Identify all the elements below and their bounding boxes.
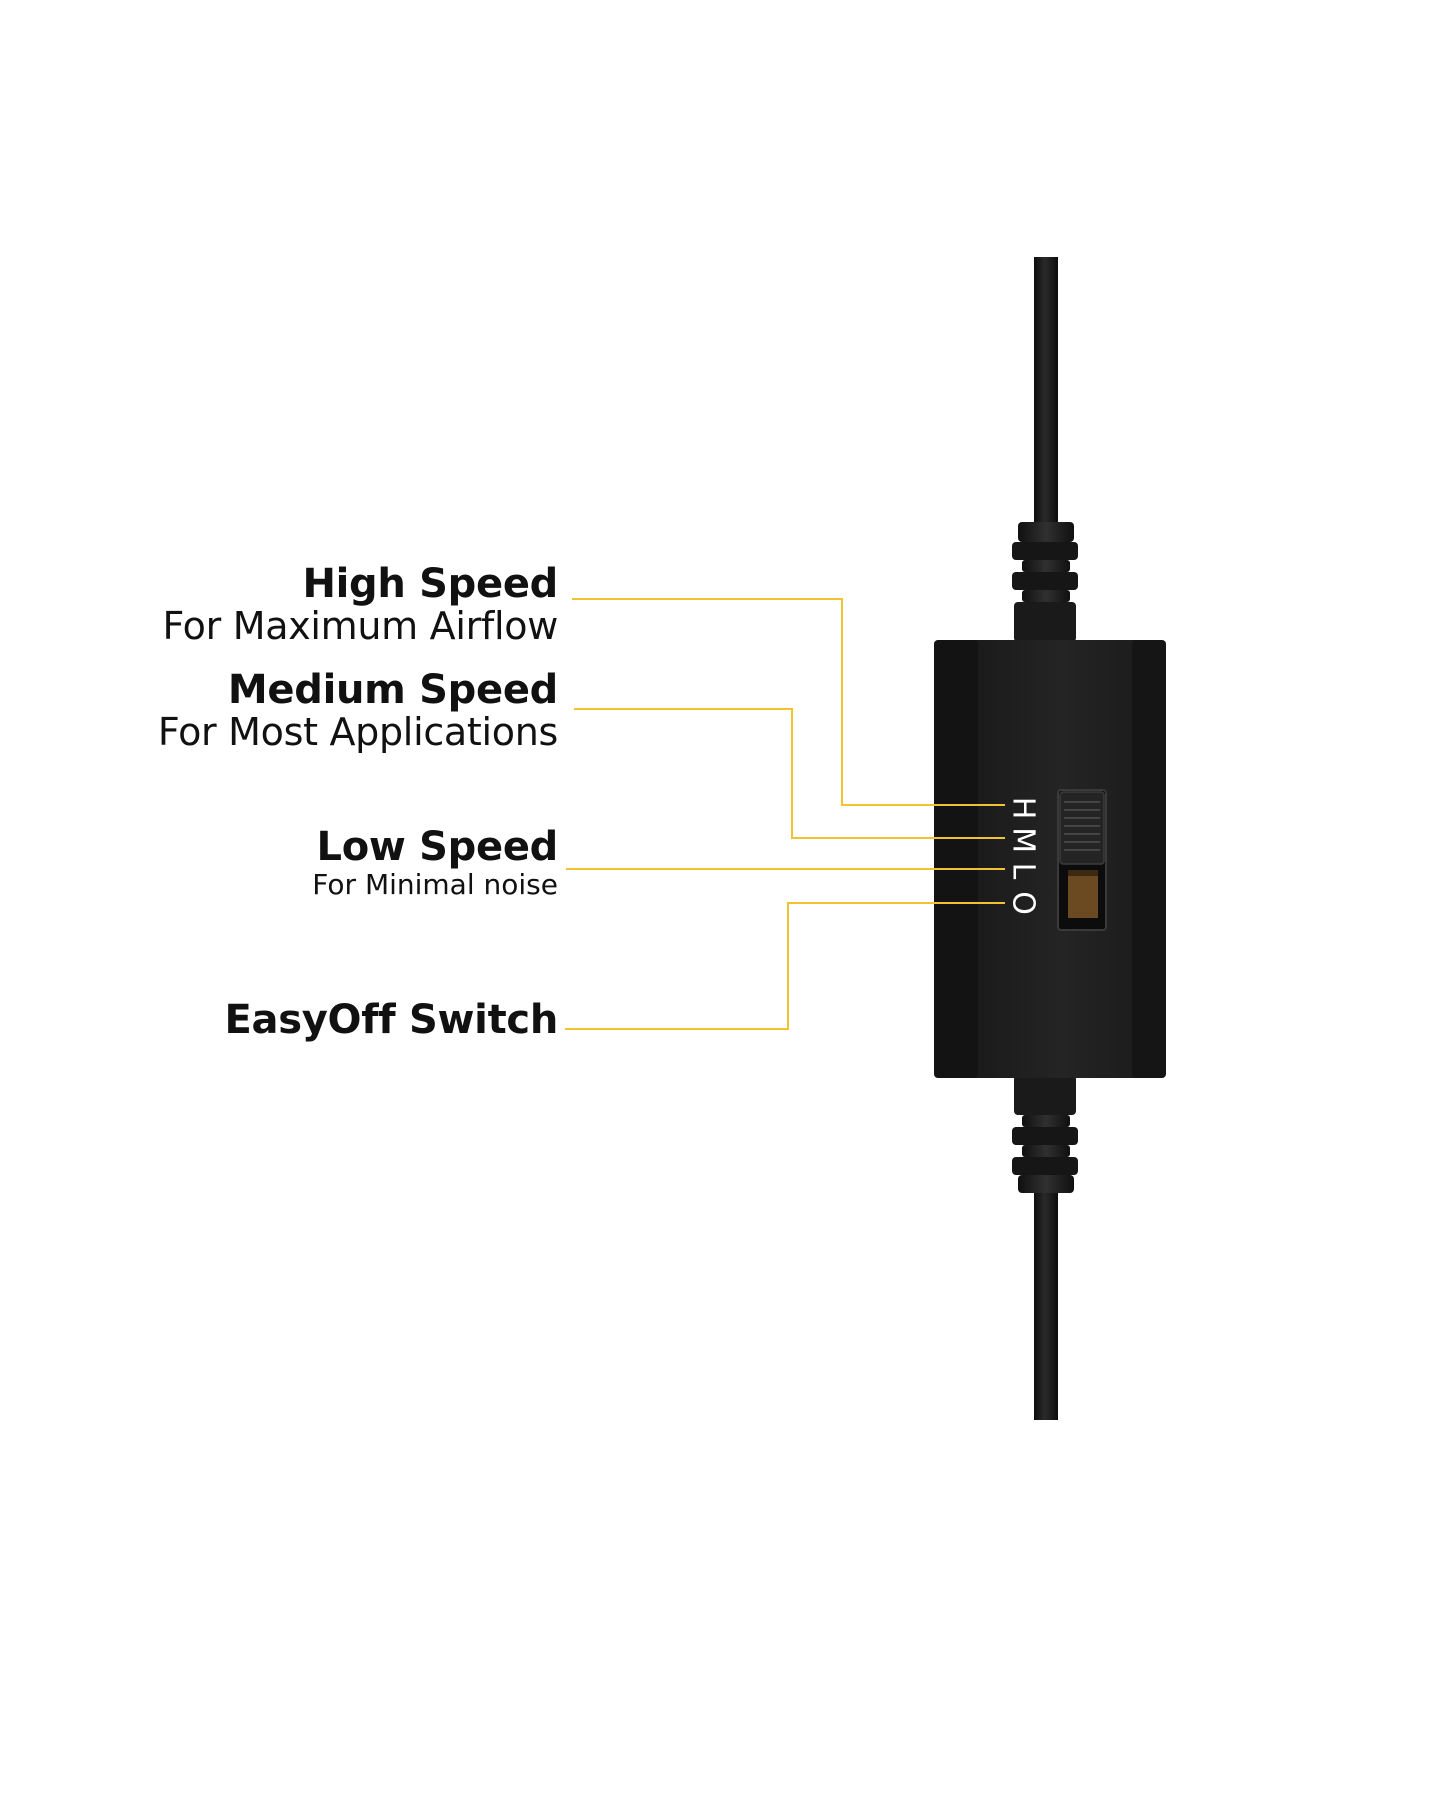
switch-position-letters: H M L O	[1006, 797, 1041, 915]
leader-line-off	[565, 902, 1005, 1030]
cable-top	[1034, 257, 1058, 547]
label-easyoff-switch: EasyOff Switch	[224, 998, 558, 1042]
position-letter-o: O	[1006, 891, 1041, 915]
leader-lines	[565, 598, 1005, 1030]
high-speed-title: High Speed	[302, 561, 558, 607]
medium-speed-subtitle: For Most Applications	[157, 710, 558, 754]
medium-speed-title: Medium Speed	[227, 667, 558, 713]
position-letter-m: M	[1006, 827, 1041, 853]
position-letter-l: L	[1006, 863, 1041, 880]
leader-line-high	[572, 598, 1005, 806]
cable-bottom	[1034, 1185, 1058, 1420]
easyoff-switch-title: EasyOff Switch	[224, 997, 558, 1043]
label-low-speed: Low Speed For Minimal noise	[312, 825, 558, 901]
low-speed-title: Low Speed	[316, 824, 559, 870]
slider-window	[1068, 870, 1098, 918]
label-high-speed: High Speed For Maximum Airflow	[162, 562, 558, 646]
slider-knob[interactable]	[1059, 791, 1105, 865]
position-letter-h: H	[1006, 797, 1041, 820]
strain-relief-top	[1012, 522, 1078, 642]
label-medium-speed: Medium Speed For Most Applications	[158, 668, 558, 752]
high-speed-subtitle: For Maximum Airflow	[162, 604, 558, 648]
switch-housing	[934, 640, 1166, 1078]
speed-slider[interactable]	[1057, 789, 1107, 931]
strain-relief-bottom	[1012, 1075, 1078, 1193]
low-speed-subtitle: For Minimal noise	[312, 868, 558, 901]
leader-line-medium	[574, 708, 1005, 839]
